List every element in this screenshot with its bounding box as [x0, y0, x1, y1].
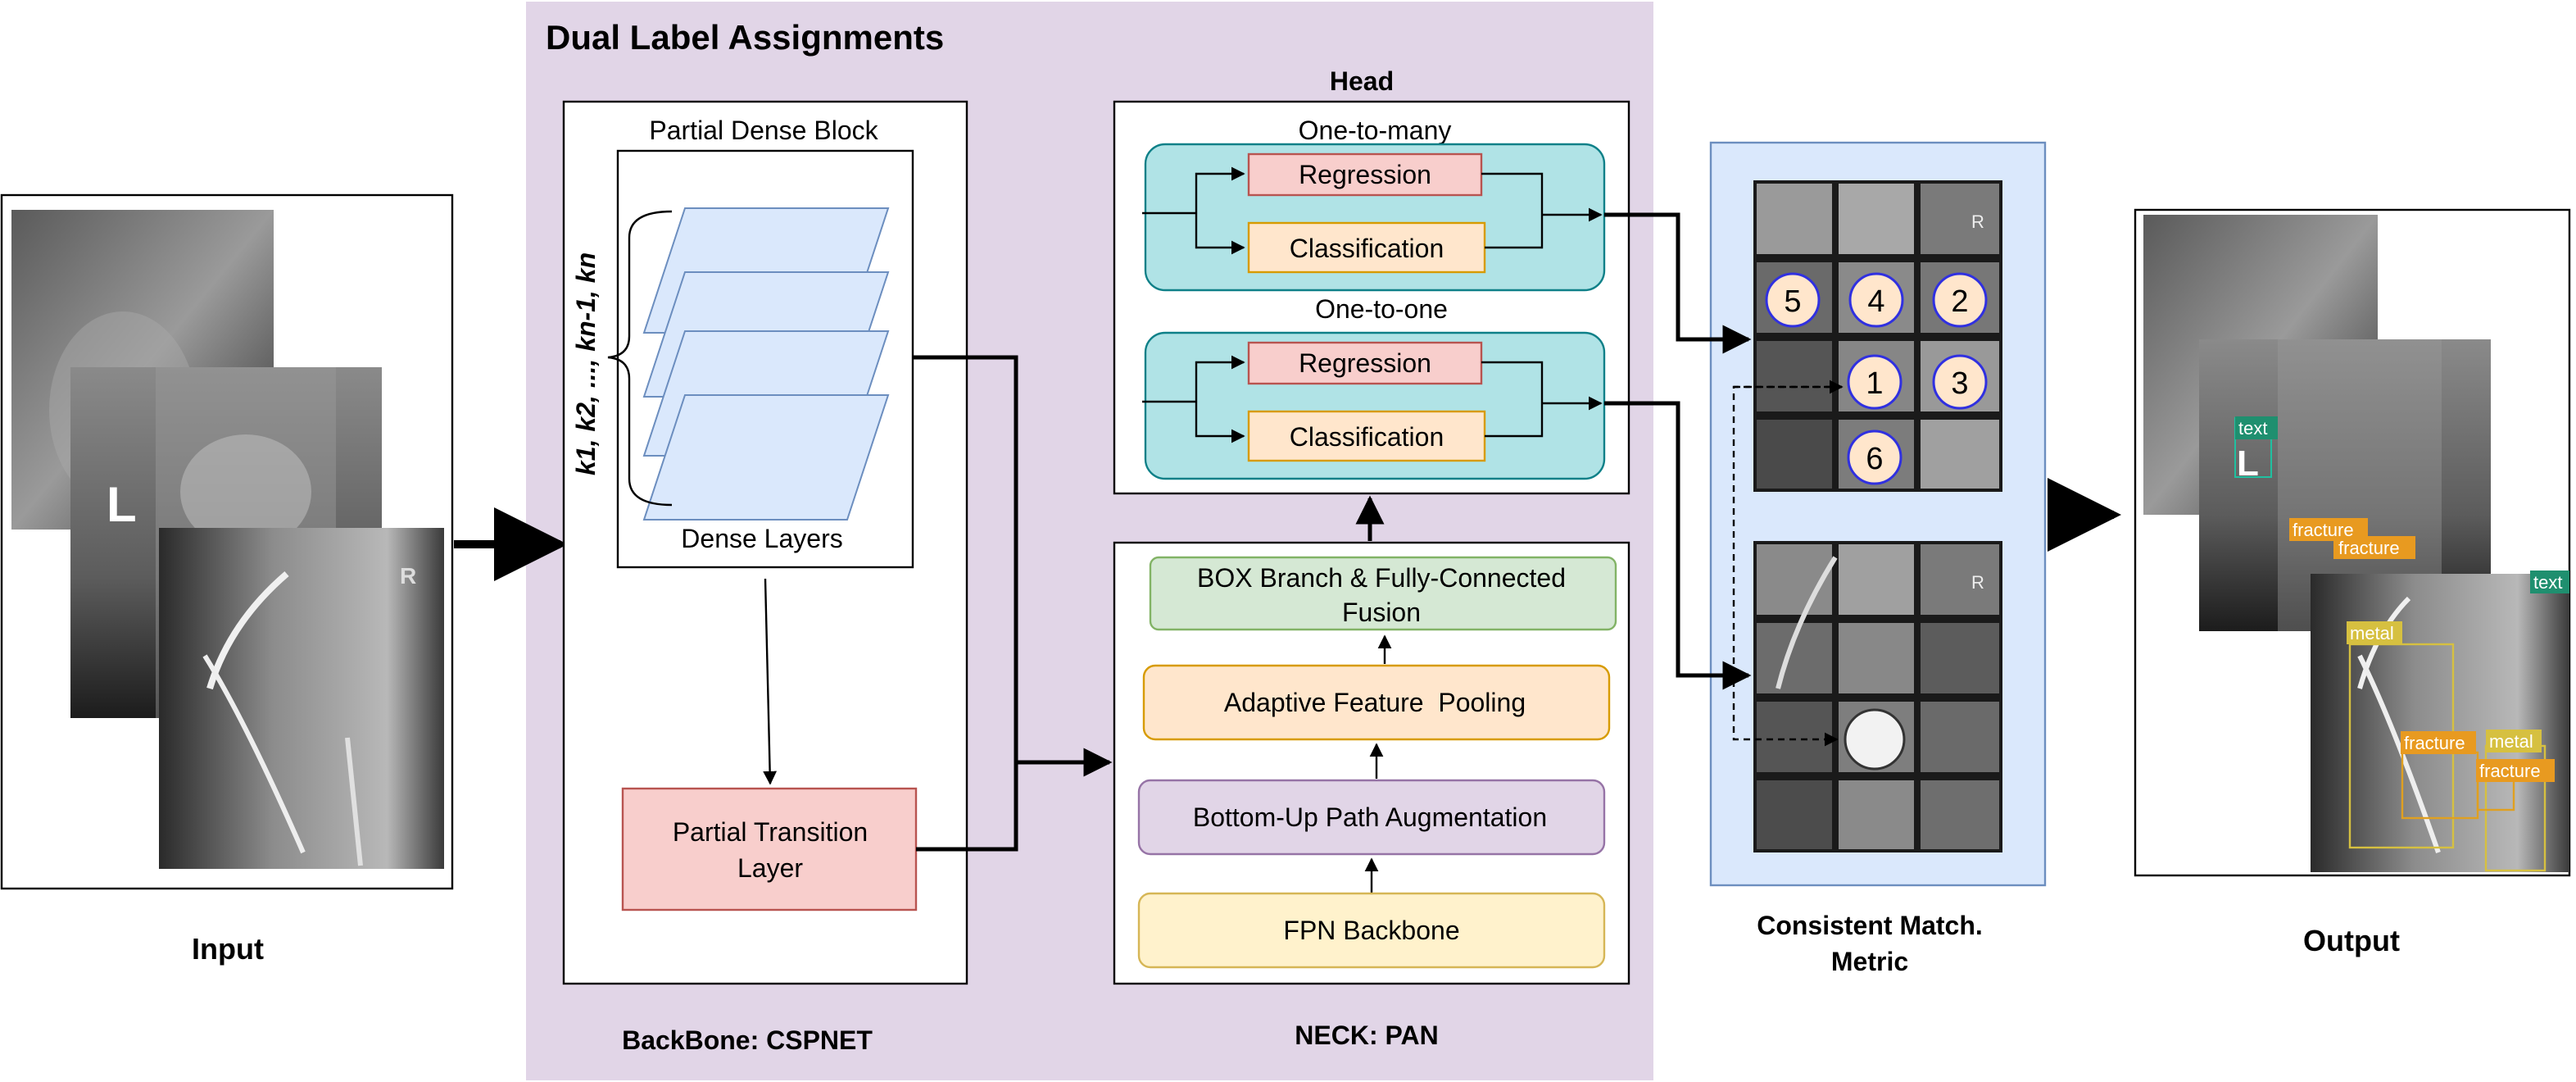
match-circle-5: [1765, 272, 1821, 328]
metric-grid-bottom: R: [1753, 541, 2002, 852]
connector-transition-to-neck: [916, 762, 1018, 852]
partial-transition-layer: [621, 787, 918, 912]
partial-transition-label-1: Partial Transition: [673, 817, 868, 847]
partial-dense-block-title: Partial Dense Block: [649, 116, 878, 145]
bottom-up-box: [1137, 779, 1606, 856]
regression-box-1: [1247, 152, 1483, 197]
match-circle-6: [1847, 430, 1903, 485]
box-branch-box: [1149, 556, 1617, 631]
output-label: Output: [2303, 924, 2400, 957]
fpn-box: [1137, 892, 1606, 969]
classification-label-2: Classification: [1290, 422, 1444, 452]
match-number-4: 4: [1867, 284, 1884, 319]
match-circle-selected: [1844, 708, 1906, 771]
one-to-one-label: One-to-one: [1315, 294, 1448, 324]
match-circle-2: [1932, 272, 1988, 328]
fpn-label: FPN Backbone: [1283, 916, 1459, 945]
dense-layer-brace: [607, 210, 673, 507]
input-marker-l: L: [107, 477, 137, 532]
metric-label-2: Metric: [1831, 947, 1908, 976]
partial-transition-label-2: Layer: [737, 853, 803, 883]
split-to-reg-2: [1195, 355, 1245, 402]
adaptive-pooling-box: [1142, 664, 1611, 741]
adaptive-pooling-label: Adaptive Feature Pooling: [1224, 688, 1526, 717]
output-tag-text-1: text: [2238, 418, 2267, 439]
connector-one-to-metric: [1604, 401, 1752, 690]
match-number-3: 3: [1951, 366, 1968, 401]
one-to-many-label: One-to-many: [1299, 116, 1452, 145]
classification-box-1: [1247, 221, 1486, 274]
split-to-reg-1: [1195, 166, 1245, 213]
split-to-cls-1: [1195, 213, 1245, 255]
regression-box-2: [1247, 341, 1483, 385]
regression-label-2: Regression: [1299, 348, 1431, 378]
svg-text:R: R: [1971, 211, 1984, 232]
kernel-label: k1, k2, ..., kn-1, kn: [571, 252, 601, 475]
box-branch-label-1: BOX Branch & Fully-Connected: [1197, 563, 1566, 593]
box-branch-label-2: Fusion: [1342, 598, 1421, 627]
output-tag-fracture-2: fracture: [2338, 538, 2400, 558]
svg-text:R: R: [1971, 572, 1984, 593]
output-tag-metal-2: metal: [2489, 731, 2533, 752]
metric-circles: 5 4 2 1 3 6: [1765, 272, 1988, 771]
merge-many: [1481, 172, 1544, 249]
classification-label-1: Classification: [1290, 234, 1444, 263]
match-circle-4: [1848, 272, 1904, 328]
match-number-1: 1: [1866, 366, 1883, 401]
classification-box-2: [1247, 410, 1486, 462]
input-xray-3: R: [159, 528, 444, 869]
arrow-dense-to-transition: [763, 578, 778, 785]
output-tag-metal-1: metal: [2350, 623, 2394, 643]
match-circle-3: [1932, 354, 1988, 410]
input-marker-r: R: [400, 563, 416, 589]
diagram-title: Dual Label Assignments: [546, 18, 944, 57]
regression-label-1: Regression: [1299, 160, 1431, 189]
match-circle-1: [1847, 354, 1903, 410]
output-tag-fracture-4: fracture: [2479, 761, 2541, 781]
bottom-up-label: Bottom-Up Path Augmentation: [1193, 802, 1547, 832]
head-title: Head: [1330, 66, 1394, 96]
match-number-6: 6: [1866, 442, 1883, 476]
dense-layer-stack: [642, 207, 890, 521]
output-tag-fracture-3: fracture: [2404, 733, 2465, 753]
dense-layer-4: [642, 394, 890, 521]
backbone-label: BackBone: CSPNET: [622, 1025, 873, 1055]
match-number-2: 2: [1951, 284, 1968, 319]
match-number-5: 5: [1784, 284, 1801, 319]
dense-layers-label: Dense Layers: [681, 524, 842, 553]
output-tag-text-2: text: [2533, 572, 2562, 593]
metric-label-1: Consistent Match.: [1757, 911, 1983, 940]
split-to-cls-2: [1195, 402, 1245, 443]
neck-label: NECK: PAN: [1295, 1021, 1438, 1050]
output-tags: text fracture fracture text metal fractu…: [2235, 416, 2569, 782]
output-xray-3: [2311, 574, 2569, 872]
input-label: Input: [192, 932, 264, 966]
connector-many-to-metric: [1604, 212, 1752, 354]
merge-one: [1481, 361, 1544, 438]
connector-dense-to-neck: [913, 355, 1018, 762]
